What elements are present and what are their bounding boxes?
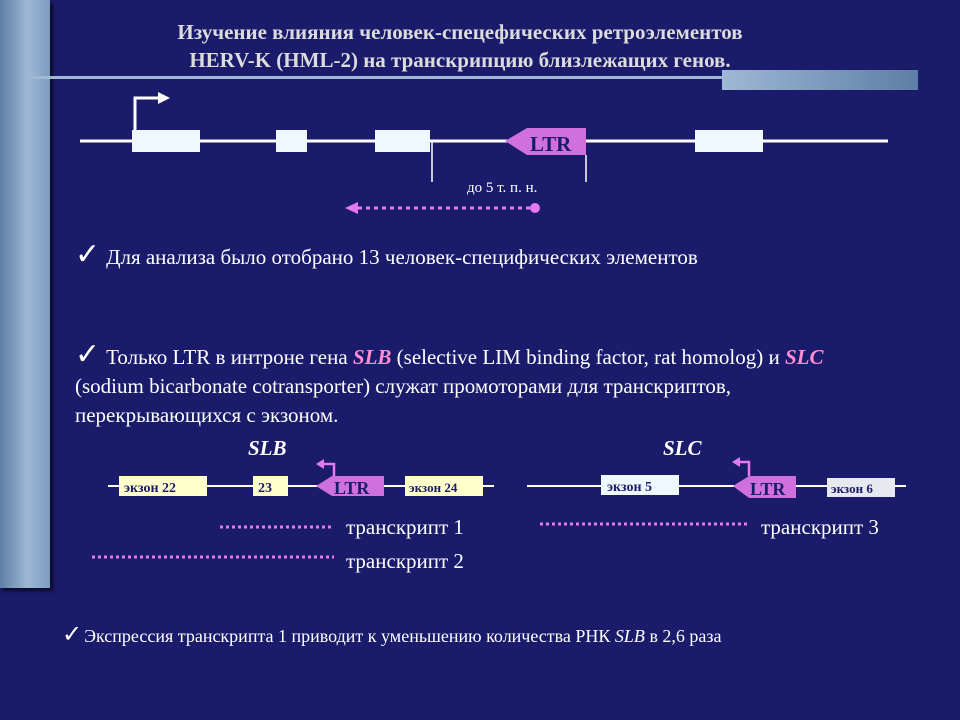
sidebar-bar bbox=[0, 0, 50, 588]
ltr-transcript-origin bbox=[530, 203, 540, 213]
slb-exon-23-label: 23 bbox=[258, 481, 272, 496]
slb-exon-22-label: экзон 22 bbox=[124, 481, 176, 496]
point-2-gene-slc: SLC bbox=[784, 345, 824, 369]
transcript-3-label: транскрипт 3 bbox=[761, 515, 879, 539]
slb-gene-name: SLB bbox=[248, 436, 287, 460]
slc-ltr-promoter-arrow bbox=[738, 460, 751, 476]
ltr-transcript-arrowhead bbox=[345, 202, 358, 214]
point-2-pre: Только LTR в интроне гена bbox=[106, 345, 353, 369]
conclusion-post: в 2,6 раза bbox=[644, 626, 722, 646]
slb-exon-24-label: экзон 24 bbox=[409, 480, 458, 495]
title-underline bbox=[28, 76, 728, 79]
checkmark-icon: ✓ bbox=[75, 338, 101, 371]
point-2-mid: (selective LIM binding factor, rat homol… bbox=[391, 345, 785, 369]
point-2-gene-slb: SLB bbox=[352, 345, 392, 369]
exon-2 bbox=[276, 130, 307, 152]
slc-ltr-label: LTR bbox=[750, 479, 786, 499]
exon-3 bbox=[375, 130, 430, 152]
slc-ltr-shape bbox=[733, 476, 796, 498]
conclusion-pre: Экспрессия транскрипта 1 приводит к умен… bbox=[84, 626, 615, 646]
slb-exon-23 bbox=[253, 476, 288, 496]
slc-exon-6 bbox=[827, 478, 895, 497]
slb-ltr-promoter-head bbox=[316, 459, 324, 469]
point-1-text: Для анализа было отобрано 13 человек-спе… bbox=[106, 245, 698, 269]
title-line-1: Изучение влияния человек-спецефических р… bbox=[177, 20, 743, 44]
slide-title: Изучение влияния человек-спецефических р… bbox=[60, 18, 860, 74]
title-underline-accent bbox=[722, 70, 918, 90]
slb-ltr-promoter-arrow bbox=[322, 462, 336, 476]
slb-ltr-label: LTR bbox=[334, 478, 370, 498]
ltr-label: LTR bbox=[530, 132, 572, 156]
slc-exon-6-label: экзон 6 bbox=[831, 481, 873, 496]
checkmark-icon: ✓ bbox=[75, 238, 101, 271]
conclusion-gene: SLB bbox=[614, 626, 645, 646]
transcript-2-label: транскрипт 2 bbox=[346, 549, 464, 573]
title-line-2: HERV-K (HML-2) на транскрипцию близлежащ… bbox=[189, 48, 731, 72]
exon-1 bbox=[132, 130, 200, 152]
point-2: ✓Только LTR в интроне гена SLB (selectiv… bbox=[75, 340, 855, 430]
point-2-post: (sodium bicarbonate cotransporter) служа… bbox=[75, 374, 732, 427]
slb-exon-22 bbox=[119, 476, 207, 496]
top-gene-diagram: LTR до 5 т. п. н. bbox=[80, 92, 888, 214]
transcript-1-label: транскрипт 1 bbox=[346, 515, 464, 539]
distance-label: до 5 т. п. н. bbox=[467, 180, 537, 196]
point-1: ✓Для анализа было отобрано 13 человек-сп… bbox=[75, 240, 795, 272]
slc-exon-5-label: экзон 5 bbox=[607, 480, 652, 495]
slc-ltr-promoter-head bbox=[732, 457, 740, 467]
slb-ltr-shape bbox=[316, 476, 384, 496]
promoter-arrow bbox=[133, 96, 160, 130]
checkmark-icon: ✓ bbox=[62, 622, 83, 648]
promoter-arrow-head bbox=[158, 92, 170, 104]
slc-gene-name: SLC bbox=[663, 436, 702, 460]
conclusion: ✓Экспрессия транскрипта 1 приводит к уме… bbox=[62, 620, 722, 649]
exon-4 bbox=[695, 130, 763, 152]
gene-diagrams: экзон 22 23 LTR экзон 24 экзон 5 LTR экз… bbox=[92, 457, 906, 559]
slb-exon-24 bbox=[405, 476, 483, 496]
ltr-shape bbox=[505, 128, 586, 155]
slc-exon-5 bbox=[601, 475, 679, 495]
